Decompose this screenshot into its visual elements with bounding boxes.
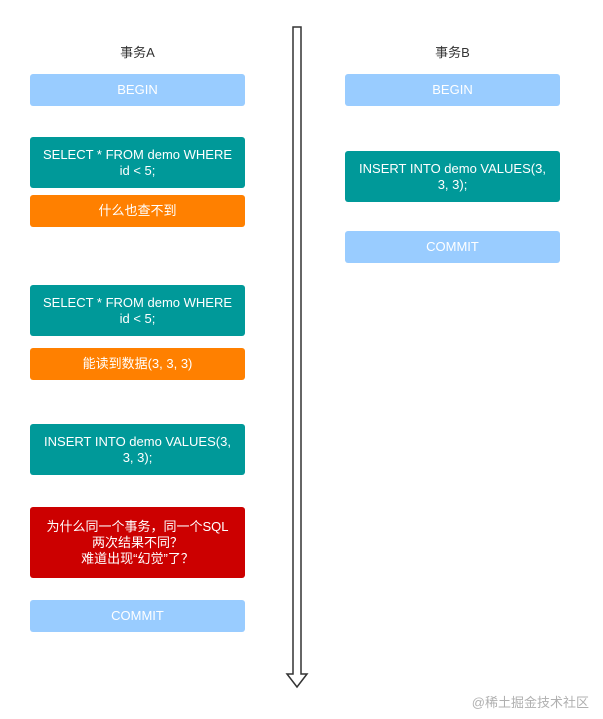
transaction-b-title: 事务B bbox=[435, 45, 470, 60]
timeline-arrow bbox=[285, 26, 309, 689]
a-begin-box: BEGIN bbox=[30, 74, 245, 106]
timeline-arrow-shape bbox=[285, 26, 309, 689]
a-select-1-box: SELECT * FROM demo WHERE id < 5; bbox=[30, 137, 245, 188]
b-insert-box: INSERT INTO demo VALUES(3, 3, 3); bbox=[345, 151, 560, 202]
a-insert-box: INSERT INTO demo VALUES(3, 3, 3); bbox=[30, 424, 245, 475]
a-commit-box: COMMIT bbox=[30, 600, 245, 632]
watermark-text: @稀土掘金技术社区 bbox=[471, 695, 589, 710]
b-commit-box: COMMIT bbox=[345, 231, 560, 263]
a-result-1-box: 什么也查不到 bbox=[30, 195, 245, 227]
a-select-2-box: SELECT * FROM demo WHERE id < 5; bbox=[30, 285, 245, 336]
b-begin-box: BEGIN bbox=[345, 74, 560, 106]
transaction-a-title: 事务A bbox=[120, 45, 155, 60]
a-phantom-question-box: 为什么同一个事务，同一个SQL 两次结果不同？ 难道出现“幻觉”了？ bbox=[30, 507, 245, 578]
a-result-2-box: 能读到数据(3, 3, 3) bbox=[30, 348, 245, 380]
